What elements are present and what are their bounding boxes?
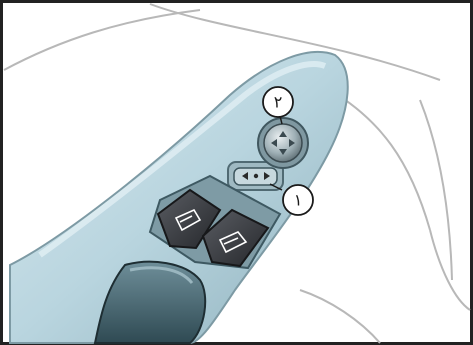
callout-mirror-control-label: ٢ bbox=[274, 93, 283, 112]
mirror-control[interactable] bbox=[258, 118, 308, 168]
callout-mirror-selector-label: ١ bbox=[294, 191, 303, 210]
center-dot-icon bbox=[254, 174, 258, 178]
mirror-knob[interactable] bbox=[264, 124, 302, 162]
